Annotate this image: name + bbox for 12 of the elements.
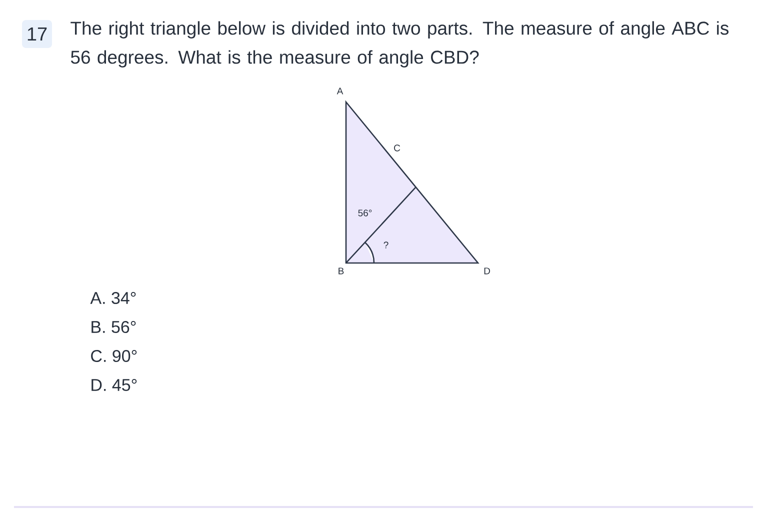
- vertex-label: A: [336, 88, 344, 94]
- vertex-label: B: [338, 268, 344, 274]
- vertex-label: C: [394, 144, 400, 152]
- vertex-label: D: [484, 268, 490, 274]
- question-text: The right triangle below is divided into two parts. The measure of angle ABC is 56 degrees. What is the measure of angle CBD?: [70, 21, 729, 68]
- question-number: 17: [22, 20, 52, 48]
- angle-label: 56°: [358, 210, 372, 216]
- answer-choice: D. 45°: [92, 378, 137, 392]
- answer-choice: A. 34°: [90, 292, 136, 304]
- answer-choice: B. 56°: [92, 320, 136, 334]
- answer-choice: C. 90°: [91, 350, 137, 362]
- angle-label: ?: [384, 242, 388, 248]
